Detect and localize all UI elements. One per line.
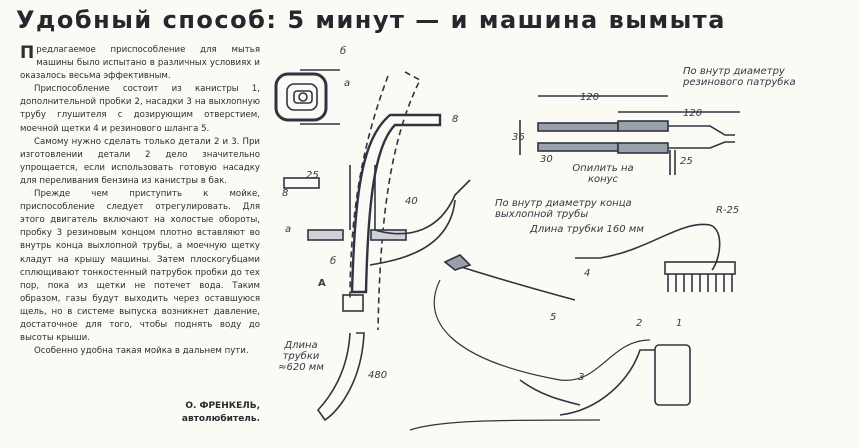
part-number-1: 1 xyxy=(676,318,683,329)
tube-160-note: Длина трубки 160 мм xyxy=(530,224,644,235)
author-name: О. ФРЕНКЕЛЬ, xyxy=(185,401,260,411)
paragraph-text: редлагаемое приспособление для мытья маш… xyxy=(20,45,260,82)
label-b-left: б xyxy=(330,256,337,267)
paragraph-3: Самому нужно сделать только детали 2 и 3… xyxy=(20,136,260,186)
author-role: автолюбитель. xyxy=(181,414,260,424)
label-b-top: б xyxy=(340,46,347,57)
part-number-3: 3 xyxy=(578,372,585,383)
author-signature: О. ФРЕНКЕЛЬ, автолюбитель. xyxy=(182,400,260,426)
dim-120a: 120 xyxy=(580,92,600,103)
dim-40: 40 xyxy=(405,196,418,207)
file-cone-note: Опилить на конус xyxy=(572,163,634,185)
article-title: Удобный способ: 5 минут — и машина вымыт… xyxy=(16,6,726,34)
nozzle-section-drawing xyxy=(519,95,740,175)
filler-tube-drawing xyxy=(283,71,471,422)
dim-25: 25 xyxy=(306,170,319,181)
dim-8-top: 8 xyxy=(452,114,459,125)
dim-30: 30 xyxy=(540,154,553,165)
exhaust-pipe-note: По внутр диаметру конца выхлопной трубы xyxy=(495,198,632,220)
radius-25: R-25 xyxy=(716,205,740,216)
rubber-pipe-note: По внутр диаметру резинового патрубка xyxy=(683,66,796,88)
paragraph-2: Приспособление состоит из канистры 1, до… xyxy=(20,84,260,134)
dim-36: 36 xyxy=(512,132,525,143)
dim-25b: 25 xyxy=(680,156,693,167)
dropcap: П xyxy=(20,43,35,63)
dim-120b: 120 xyxy=(683,108,703,119)
paragraph-4: Прежде чем приступить к мойке, приспособ… xyxy=(20,189,260,344)
part-number-5: 5 xyxy=(550,312,557,323)
part-number-4: 4 xyxy=(584,268,591,279)
dim-480: 480 xyxy=(368,370,388,381)
part-number-2: 2 xyxy=(636,318,643,329)
view-a-label: А xyxy=(318,278,326,289)
brush-and-hose-drawing xyxy=(409,223,736,431)
label-a-top: а xyxy=(344,78,351,89)
label-a-left: а xyxy=(285,224,292,235)
plug-section-view xyxy=(274,69,340,125)
dim-8-left: 8 xyxy=(282,188,289,199)
tube-length-note: Длина трубки ≈620 мм xyxy=(278,340,324,373)
paragraph-5: Особенно удобна такая мойка в дальнем пу… xyxy=(34,346,249,357)
